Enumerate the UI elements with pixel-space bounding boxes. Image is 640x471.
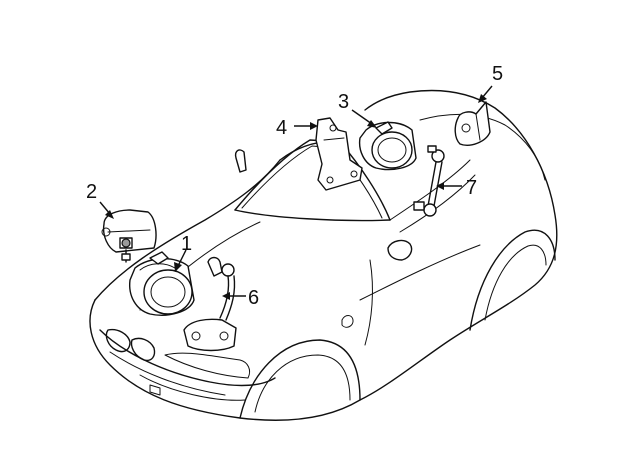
- car-body: [89, 89, 558, 421]
- callout-2: 2: [86, 181, 97, 203]
- callout-arrows: [99, 85, 493, 300]
- callout-4: 4: [276, 117, 287, 139]
- callout-5: 5: [492, 63, 503, 85]
- part-1-sensor: [129, 251, 195, 316]
- part-4-bracket: [315, 117, 363, 191]
- part-5-bracket: [454, 101, 491, 146]
- callout-7: 7: [466, 177, 477, 199]
- callout-3: 3: [338, 91, 349, 113]
- part-3-sensor: [358, 121, 417, 171]
- part-6-linkage: [183, 256, 237, 352]
- callout-6: 6: [248, 287, 259, 309]
- part-7-linkage: [413, 145, 445, 217]
- callout-1: 1: [181, 233, 192, 255]
- part-2-bracket: [101, 209, 157, 263]
